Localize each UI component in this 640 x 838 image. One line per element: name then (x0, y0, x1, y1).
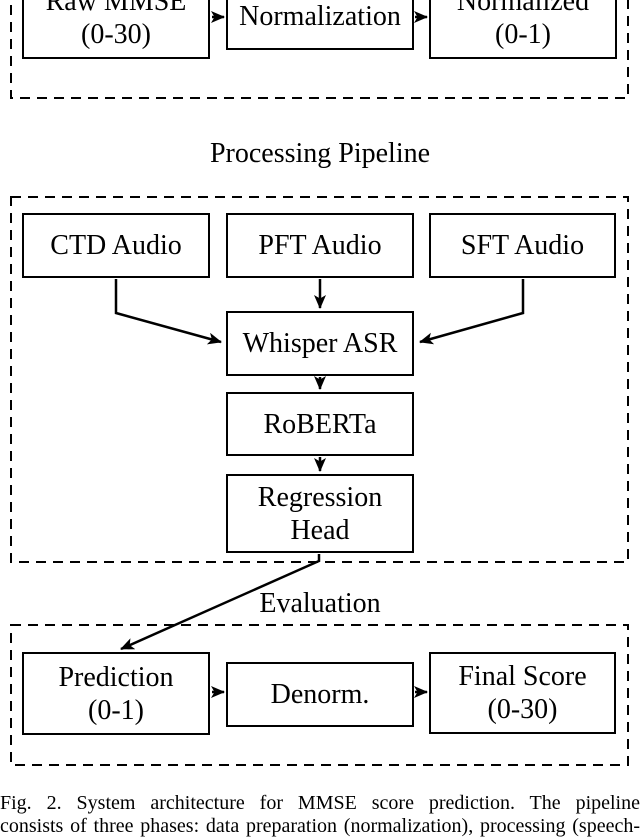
box-prediction-range: (0-1) (88, 694, 144, 726)
box-final-score: Final Score (0-30) (429, 652, 616, 734)
box-prediction-label: Prediction (58, 661, 174, 693)
box-raw-mmse-label: Raw MMSE (45, 0, 187, 17)
box-denorm: Denorm. (226, 662, 414, 727)
box-prediction: Prediction (0-1) (22, 652, 210, 735)
box-whisper-asr: Whisper ASR (226, 311, 414, 376)
box-regression-head: Regression Head (226, 474, 414, 553)
figure-caption-line-1: Fig. 2. System architecture for MMSE sco… (0, 792, 640, 814)
arrow-ctd-to-whisper (114, 279, 222, 345)
box-normalization-label: Normalization (239, 1, 401, 32)
arrow-sft-to-whisper (419, 279, 525, 345)
box-ctd-audio: CTD Audio (22, 213, 210, 278)
box-raw-mmse-range: (0-30) (81, 18, 151, 50)
box-raw-mmse: Raw MMSE (0-30) (22, 0, 210, 59)
box-regression-head-label1: Regression (257, 481, 383, 513)
box-whisper-asr-label: Whisper ASR (242, 328, 398, 359)
box-sft-audio-label: SFT Audio (460, 230, 585, 261)
evaluation-title: Evaluation (259, 588, 381, 619)
box-final-score-label: Final Score (458, 661, 587, 692)
box-regression-head-label2: Head (290, 514, 350, 546)
figure-caption-line-2: consists of three phases: data preparati… (0, 815, 640, 837)
box-ctd-audio-label: CTD Audio (50, 230, 182, 261)
box-pft-audio: PFT Audio (226, 213, 414, 278)
box-sft-audio: SFT Audio (429, 213, 616, 278)
figure-caption: Fig. 2. System architecture for MMSE sco… (0, 792, 640, 838)
box-denorm-label: Denorm. (270, 679, 370, 710)
box-normalization: Normalization (226, 0, 414, 50)
box-roberta: RoBERTa (226, 392, 414, 456)
box-roberta-label: RoBERTa (263, 408, 377, 440)
box-normalized-range: (0-1) (495, 18, 551, 50)
box-normalized: Normalized (0-1) (429, 0, 617, 59)
box-normalized-label: Normalized (456, 0, 590, 17)
box-final-score-range: (0-30) (487, 694, 558, 725)
processing-pipeline-title: Processing Pipeline (209, 138, 431, 169)
box-pft-audio-label: PFT Audio (258, 230, 382, 261)
